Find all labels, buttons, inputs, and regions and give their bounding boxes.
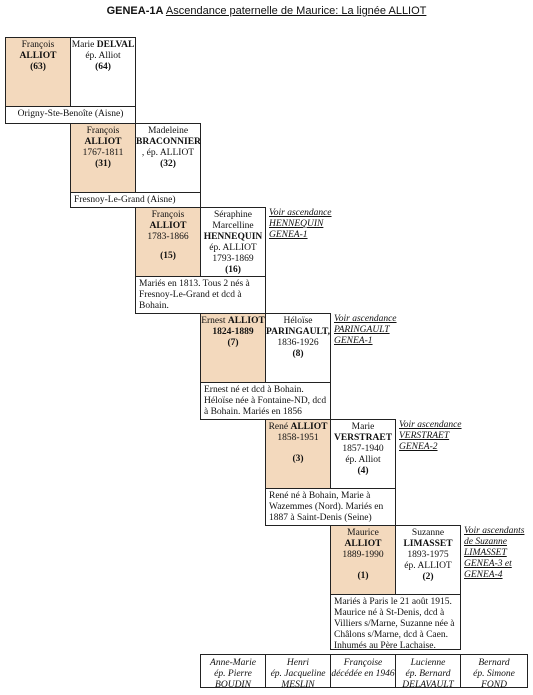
mother-dates: 1836-1926 xyxy=(277,338,319,348)
father-last-name: ALLIOT xyxy=(344,539,382,549)
father-number: (7) xyxy=(227,338,239,348)
mother-first-name: Madeleine xyxy=(147,126,189,136)
child-box: Henri ép. Jacqueline MESLIN xyxy=(265,654,331,690)
father-box-gen5: René ALLIOT 1858-1951 (3) xyxy=(265,419,331,489)
mother-box-gen4: Héloïse PARINGAULT, 1836-1926 (8) xyxy=(265,313,331,383)
father-last-name: ALLIOT xyxy=(84,137,122,147)
mother-last-name: BRACONNIER xyxy=(136,137,201,147)
mother-married-name: ép. Alliot xyxy=(85,51,121,61)
father-last-name: ALLIOT xyxy=(19,51,57,61)
father-box-gen6: Maurice ALLIOT 1889-1990 (1) xyxy=(330,525,396,595)
father-box-gen1: François ALLIOT (63) xyxy=(5,37,71,107)
mother-married-name: ép. ALLIOT xyxy=(209,243,257,253)
mother-first-name: Héloïse xyxy=(283,316,313,326)
mother-number: (16) xyxy=(225,265,241,275)
child-box: Lucienne ép. Bernard DELAVAULT xyxy=(395,654,461,690)
ascendance-link-gen5[interactable]: Voir ascendance VERSTRAET GENEA-2 xyxy=(399,420,462,452)
note-gen6: Mariés à Paris le 21 août 1915. Maurice … xyxy=(330,594,461,651)
father-first-name: Maurice xyxy=(347,528,379,538)
mother-dates: 1857-1940 xyxy=(342,444,384,454)
page-title: GENEA-1A Ascendance paternelle de Mauric… xyxy=(0,5,533,17)
note-gen2: Fresnoy-Le-Grand (Aisne) xyxy=(70,192,201,208)
mother-married-name: ép. ALLIOT xyxy=(404,561,452,571)
child-box: Françoise décédée en 1946 xyxy=(330,654,396,688)
father-first-name: François xyxy=(21,40,55,50)
father-number: (3) xyxy=(292,454,304,464)
father-last-name: ALLIOT xyxy=(149,221,187,231)
father-dates: 1889-1990 xyxy=(342,550,384,560)
mother-number: (8) xyxy=(292,349,304,359)
title-text: Ascendance paternelle de Maurice: La lig… xyxy=(165,5,427,17)
father-box-gen3: François ALLIOT 1783-1866 (15) xyxy=(135,207,201,277)
father-box-gen2: François ALLIOT 1767-1811 (31) xyxy=(70,123,136,193)
note-gen4: Ernest né et dcd à Bohain. Héloïse née à… xyxy=(200,382,331,420)
mother-first-name: Suzanne xyxy=(411,528,445,538)
child-box: Bernard ép. Simone FOND xyxy=(460,654,528,690)
father-last-name: ALLIOT xyxy=(290,422,328,432)
mother-box-gen3: Séraphine Marcelline HENNEQUIN ép. ALLIO… xyxy=(200,207,266,277)
mother-box-gen2: Madeleine BRACONNIER , ép. ALLIOT (32) xyxy=(135,123,201,193)
mother-box-gen6: Suzanne LIMASSET 1893-1975 ép. ALLIOT (2… xyxy=(395,525,461,595)
father-first-name: René xyxy=(268,422,289,432)
father-number: (1) xyxy=(357,571,369,581)
mother-married-name: , ép. ALLIOT xyxy=(141,148,195,158)
ascendance-link-gen6[interactable]: Voir ascendants de Suzanne LIMASSET GENE… xyxy=(464,526,525,580)
mother-number: (4) xyxy=(357,466,369,476)
mother-number: (64) xyxy=(95,62,111,72)
mother-last-name: DELVAL xyxy=(96,40,135,50)
father-number: (15) xyxy=(160,251,176,261)
father-number: (31) xyxy=(95,159,111,169)
father-dates: 1783-1866 xyxy=(147,232,189,242)
mother-last-name: VERSTRAET xyxy=(333,433,393,443)
father-last-name: ALLIOT xyxy=(227,316,265,326)
mother-last-name: LIMASSET xyxy=(403,539,453,549)
mother-box-gen5: Marie VERSTRAET 1857-1940 ép. Alliot (4) xyxy=(330,419,396,489)
mother-last-name: PARINGAULT, xyxy=(266,327,330,337)
father-first-name: François xyxy=(151,210,185,220)
father-first-name: Ernest xyxy=(201,316,226,326)
mother-dates: 1893-1975 xyxy=(407,550,449,560)
mother-last-name: HENNEQUIN xyxy=(203,232,263,242)
father-number: (63) xyxy=(30,62,46,72)
father-dates: 1824-1889 xyxy=(212,327,254,337)
mother-first-name: Marie xyxy=(351,422,375,432)
child-box: Anne-Marie ép. Pierre BOUDIN xyxy=(200,654,266,690)
note-gen5: René né à Bohain, Marie à Wazemmes (Nord… xyxy=(265,488,396,526)
mother-married-name: ép. Alliot xyxy=(345,455,381,465)
mother-dates: 1793-1869 xyxy=(212,254,254,264)
mother-number: (32) xyxy=(160,159,176,169)
title-code: GENEA-1A xyxy=(106,5,164,17)
father-dates: 1767-1811 xyxy=(82,148,124,158)
note-gen3: Mariés en 1813. Tous 2 nés à Fresnoy-Le-… xyxy=(135,276,266,314)
father-dates: 1858-1951 xyxy=(277,433,319,443)
mother-box-gen1: Marie DELVAL ép. Alliot (64) xyxy=(70,37,136,107)
note-gen1: Origny-Ste-Benoîte (Aisne) xyxy=(5,106,136,124)
father-first-name: François xyxy=(86,126,120,136)
ascendance-link-gen4[interactable]: Voir ascendance PARINGAULT GENEA-1 xyxy=(334,314,397,346)
ascendance-link-gen3[interactable]: Voir ascendance HENNEQUIN GENEA-1 xyxy=(269,208,332,240)
father-box-gen4: Ernest ALLIOT 1824-1889 (7) xyxy=(200,313,266,383)
mother-first-name: Séraphine Marcelline xyxy=(212,210,254,231)
mother-first-name: Marie xyxy=(71,40,95,50)
mother-number: (2) xyxy=(422,572,434,582)
